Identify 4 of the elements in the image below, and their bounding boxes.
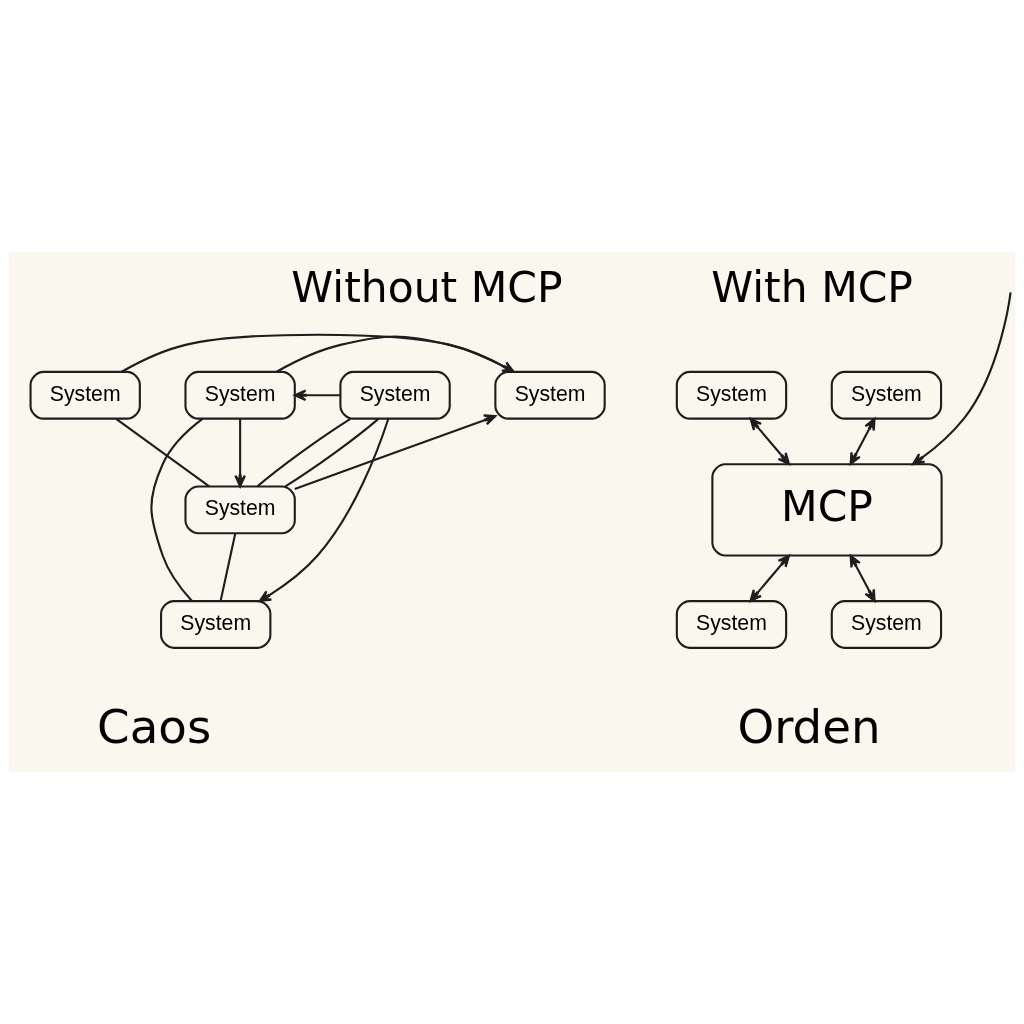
label: Caos	[97, 699, 212, 754]
label: Without MCP	[291, 262, 563, 312]
label: With MCP	[711, 262, 913, 312]
label: Orden	[737, 699, 881, 754]
